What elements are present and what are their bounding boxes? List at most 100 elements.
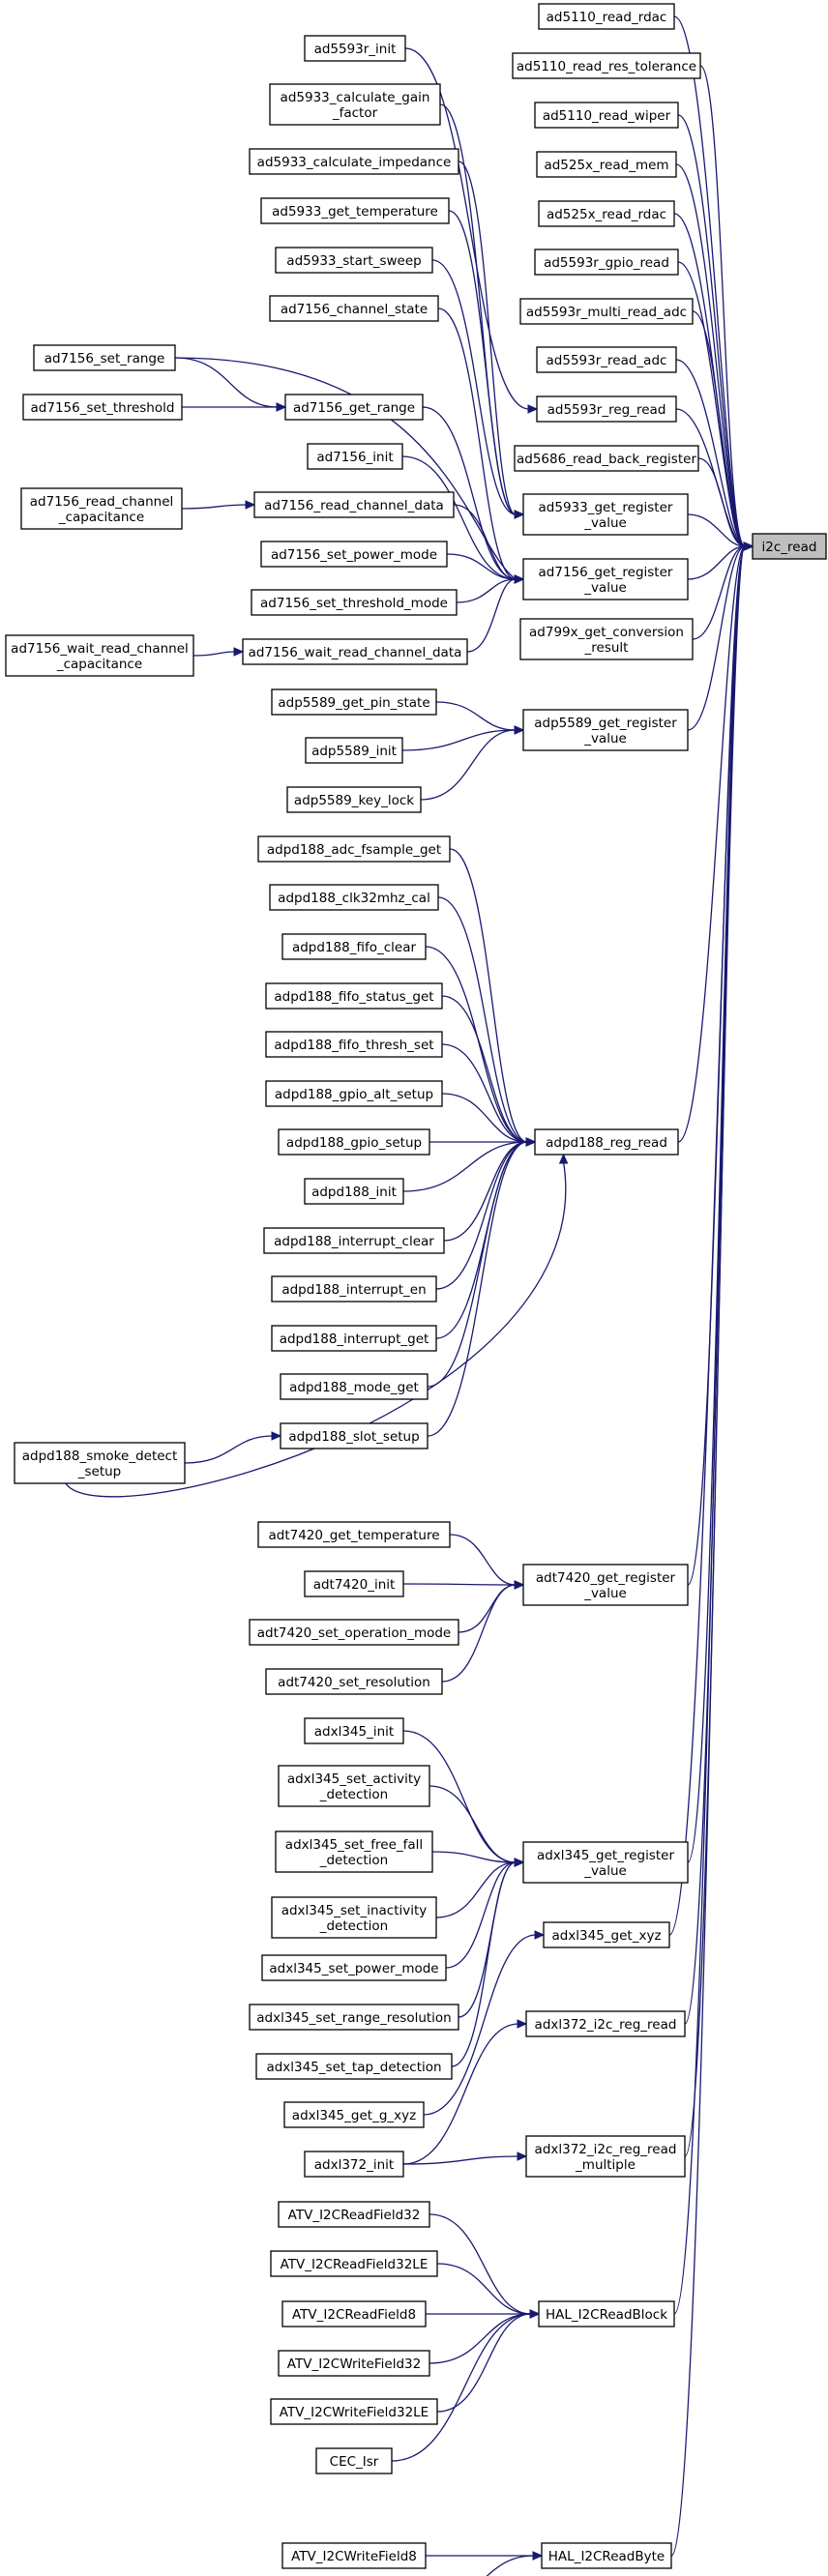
node-ad5593r-read-adc[interactable]: ad5593r_read_adc: [536, 346, 677, 373]
node-ad7156-init[interactable]: ad7156_init: [307, 443, 403, 470]
node-adxl345-set-range-resolution[interactable]: adxl345_set_range_resolution: [249, 2004, 459, 2031]
node-adxl345-set-free-fall-detection[interactable]: adxl345_set_free_fall_detection: [275, 1830, 433, 1873]
node-atv-i2cwritefield32[interactable]: ATV_I2CWriteField32: [278, 2350, 430, 2377]
node-box-adxl372-init[interactable]: [304, 2151, 404, 2178]
node-box-hal-i2creadbyte[interactable]: [541, 2542, 672, 2569]
node-adpd188-interrupt-get[interactable]: adpd188_interrupt_get: [271, 1325, 437, 1352]
node-box-ad7156-set-power-mode[interactable]: [260, 541, 448, 568]
node-adpd188-slot-setup[interactable]: adpd188_slot_setup: [280, 1422, 429, 1449]
node-box-adpd188-interrupt-get[interactable]: [271, 1325, 437, 1352]
node-ad7156-get-range[interactable]: ad7156_get_range: [284, 394, 424, 421]
node-box-ad7156-wait-read-channel-data[interactable]: [242, 638, 468, 665]
node-adp5589-get-pin-state[interactable]: adp5589_get_pin_state: [271, 688, 437, 716]
node-atv-i2creadfield32[interactable]: ATV_I2CReadField32: [278, 2201, 430, 2228]
node-ad5933-calculate-impedance[interactable]: ad5933_calculate_impedance: [249, 148, 459, 175]
node-box-adpd188-interrupt-en[interactable]: [271, 1275, 437, 1303]
node-box-adxl345-set-power-mode[interactable]: [261, 1954, 447, 1981]
node-box-ad525x-read-rdac[interactable]: [538, 200, 675, 227]
node-box-adpd188-gpio-alt-setup[interactable]: [265, 1080, 443, 1107]
node-box-adxl345-set-tap-detection[interactable]: [255, 2053, 453, 2080]
node-box-ad7156-get-range[interactable]: [284, 394, 424, 421]
node-box-ad5593r-gpio-read[interactable]: [534, 249, 679, 276]
node-ad7156-set-threshold[interactable]: ad7156_set_threshold: [22, 394, 183, 421]
node-box-ad525x-read-mem[interactable]: [536, 151, 677, 178]
node-box-adt7420-get-register-value[interactable]: [522, 1564, 689, 1606]
node-ad7156-wait-read-channel-data[interactable]: ad7156_wait_read_channel_data: [242, 638, 468, 665]
node-adxl345-set-tap-detection[interactable]: adxl345_set_tap_detection: [255, 2053, 453, 2080]
node-adxl372-i2c-reg-read[interactable]: adxl372_i2c_reg_read: [525, 2010, 686, 2037]
node-atv-i2creadfield32le[interactable]: ATV_I2CReadField32LE: [270, 2250, 438, 2277]
node-ad5110-read-res-tolerance[interactable]: ad5110_read_res_tolerance: [512, 52, 701, 79]
node-ad5593r-gpio-read[interactable]: ad5593r_gpio_read: [534, 249, 679, 276]
node-box-ad5933-calculate-impedance[interactable]: [249, 148, 459, 175]
node-adpd188-adc-fsample-get[interactable]: adpd188_adc_fsample_get: [257, 835, 451, 863]
node-box-ad7156-init[interactable]: [307, 443, 403, 470]
node-box-ad5933-start-sweep[interactable]: [275, 247, 433, 274]
node-atv-i2cwritefield32le[interactable]: ATV_I2CWriteField32LE: [270, 2398, 438, 2425]
node-box-ad5593r-multi-read-adc[interactable]: [519, 298, 694, 325]
node-box-ad5110-read-wiper[interactable]: [534, 102, 679, 129]
node-box-i2c-read[interactable]: [752, 533, 827, 560]
node-ad5110-read-rdac[interactable]: ad5110_read_rdac: [538, 3, 675, 30]
node-box-atv-i2creadfield32le[interactable]: [270, 2250, 438, 2277]
node-box-adxl372-i2c-reg-read[interactable]: [525, 2010, 686, 2037]
node-box-ad7156-set-threshold-mode[interactable]: [251, 589, 458, 616]
node-ad7156-read-channel-capacitance[interactable]: ad7156_read_channel_capacitance: [20, 487, 183, 530]
node-ad5593r-init[interactable]: ad5593r_init: [304, 35, 406, 62]
node-adxl345-get-g-xyz[interactable]: adxl345_get_g_xyz: [283, 2101, 425, 2128]
node-box-ad7156-read-channel-capacitance[interactable]: [20, 487, 183, 530]
node-box-atv-i2cwritefield32[interactable]: [278, 2350, 430, 2377]
node-box-ad799x-get-conversion-result[interactable]: [519, 618, 694, 660]
node-box-ad5933-get-register-value[interactable]: [522, 493, 689, 536]
node-ad5933-get-temperature[interactable]: ad5933_get_temperature: [260, 197, 450, 224]
node-ad7156-read-channel-data[interactable]: ad7156_read_channel_data: [253, 491, 455, 518]
node-adpd188-gpio-alt-setup[interactable]: adpd188_gpio_alt_setup: [265, 1080, 443, 1107]
node-box-adt7420-set-operation-mode[interactable]: [249, 1619, 459, 1646]
node-box-adt7420-init[interactable]: [304, 1570, 404, 1597]
node-box-ad5933-get-temperature[interactable]: [260, 197, 450, 224]
node-box-ad5110-read-res-tolerance[interactable]: [512, 52, 701, 79]
node-ad525x-read-rdac[interactable]: ad525x_read_rdac: [538, 200, 675, 227]
node-box-adpd188-gpio-setup[interactable]: [278, 1128, 430, 1156]
node-box-atv-i2creadfield8[interactable]: [281, 2300, 427, 2327]
node-cec-isr[interactable]: CEC_Isr: [315, 2447, 393, 2474]
node-box-adpd188-reg-read[interactable]: [534, 1128, 679, 1156]
node-box-ad7156-read-channel-data[interactable]: [253, 491, 455, 518]
node-box-adpd188-interrupt-clear[interactable]: [263, 1227, 445, 1254]
node-adxl345-init[interactable]: adxl345_init: [304, 1717, 404, 1744]
node-box-ad5933-calculate-gain-factor[interactable]: [269, 83, 441, 126]
node-box-hal-i2creadblock[interactable]: [538, 2300, 675, 2327]
node-adxl372-i2c-reg-read-multiple[interactable]: adxl372_i2c_reg_read_multiple: [525, 2135, 686, 2178]
node-box-ad5593r-reg-read[interactable]: [536, 395, 677, 423]
node-ad7156-channel-state[interactable]: ad7156_channel_state: [269, 295, 439, 322]
node-box-cec-isr[interactable]: [315, 2447, 393, 2474]
node-box-adt7420-set-resolution[interactable]: [265, 1668, 443, 1695]
node-box-adp5589-get-register-value[interactable]: [522, 709, 689, 751]
node-box-ad5593r-read-adc[interactable]: [536, 346, 677, 373]
node-ad5110-read-wiper[interactable]: ad5110_read_wiper: [534, 102, 679, 129]
node-box-adpd188-smoke-detect-setup[interactable]: [14, 1442, 186, 1484]
node-hal-i2creadbyte[interactable]: HAL_I2CReadByte: [541, 2542, 672, 2569]
node-box-ad5686-read-back-register[interactable]: [514, 445, 699, 472]
node-i2c-read[interactable]: i2c_read: [752, 533, 827, 560]
node-box-adxl345-set-range-resolution[interactable]: [249, 2004, 459, 2031]
node-adpd188-fifo-status-get[interactable]: adpd188_fifo_status_get: [265, 982, 443, 1010]
node-box-adpd188-mode-get[interactable]: [280, 1373, 429, 1400]
node-box-adp5589-init[interactable]: [305, 737, 403, 764]
node-box-adpd188-slot-setup[interactable]: [280, 1422, 429, 1449]
node-ad5933-get-register-value[interactable]: ad5933_get_register_value: [522, 493, 689, 536]
node-adpd188-smoke-detect-setup[interactable]: adpd188_smoke_detect_setup: [14, 1442, 186, 1484]
node-adt7420-set-resolution[interactable]: adt7420_set_resolution: [265, 1668, 443, 1695]
node-ad7156-set-threshold-mode[interactable]: ad7156_set_threshold_mode: [251, 589, 458, 616]
node-adpd188-interrupt-clear[interactable]: adpd188_interrupt_clear: [263, 1227, 445, 1254]
node-box-adxl345-get-g-xyz[interactable]: [283, 2101, 425, 2128]
node-box-adxl345-set-inactivity-detection[interactable]: [271, 1896, 437, 1939]
node-adpd188-mode-get[interactable]: adpd188_mode_get: [280, 1373, 429, 1400]
node-box-ad7156-get-register-value[interactable]: [522, 558, 689, 600]
node-box-adpd188-fifo-thresh-set[interactable]: [265, 1031, 443, 1058]
node-ad525x-read-mem[interactable]: ad525x_read_mem: [536, 151, 677, 178]
node-ad5593r-reg-read[interactable]: ad5593r_reg_read: [536, 395, 677, 423]
node-adxl345-get-register-value[interactable]: adxl345_get_register_value: [522, 1841, 689, 1884]
node-box-adxl345-get-xyz[interactable]: [543, 1921, 670, 1948]
node-adpd188-reg-read[interactable]: adpd188_reg_read: [534, 1128, 679, 1156]
